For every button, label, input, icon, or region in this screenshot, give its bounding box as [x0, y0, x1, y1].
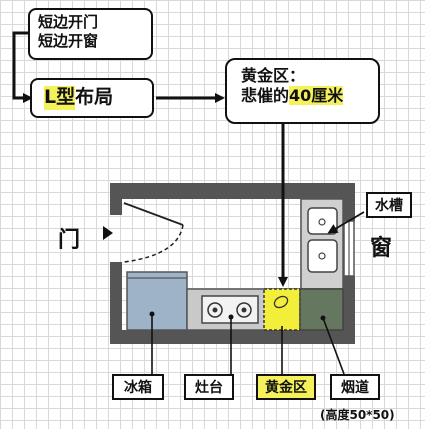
- door-swing: [123, 202, 184, 263]
- golden-zone-mark: [273, 295, 289, 309]
- golden-zone-label: 黄金区: [256, 374, 316, 400]
- fridge-block: [126, 271, 188, 331]
- sink-icon: [307, 207, 338, 273]
- note-short-side-window: 短边开窗: [38, 31, 99, 50]
- note-short-side-door: 短边开门: [38, 13, 99, 31]
- kitchen-walls: [110, 183, 355, 344]
- layout-box: L型布局: [30, 78, 154, 118]
- height-footnote: (高度50*50): [320, 408, 395, 422]
- stove-label: 灶台: [184, 374, 234, 400]
- door-marker-icon: [103, 226, 113, 240]
- pointer-dots: [149, 311, 326, 321]
- flue-block: [299, 288, 344, 331]
- door-label: 门: [58, 228, 81, 253]
- golden-zone-subtitle: 悲催的40厘米: [241, 86, 344, 105]
- fridge-label: 冰箱: [112, 374, 164, 400]
- layout-label: 布局: [75, 86, 114, 109]
- golden-zone-box: 黄金区： 悲催的40厘米: [225, 58, 380, 124]
- window-label: 窗: [370, 236, 393, 261]
- sink-label: 水槽: [366, 192, 412, 218]
- notes-box: 短边开门 短边开窗: [28, 8, 153, 60]
- golden-zone-block: [263, 288, 301, 331]
- layout-type-highlight: L型: [44, 86, 76, 110]
- label-pointers: [151, 314, 345, 375]
- golden-zone-title: 黄金区：: [241, 66, 306, 85]
- sink-pointer: [327, 211, 365, 234]
- bracket-connector: [12, 31, 33, 103]
- flue-label: 烟道: [330, 374, 380, 400]
